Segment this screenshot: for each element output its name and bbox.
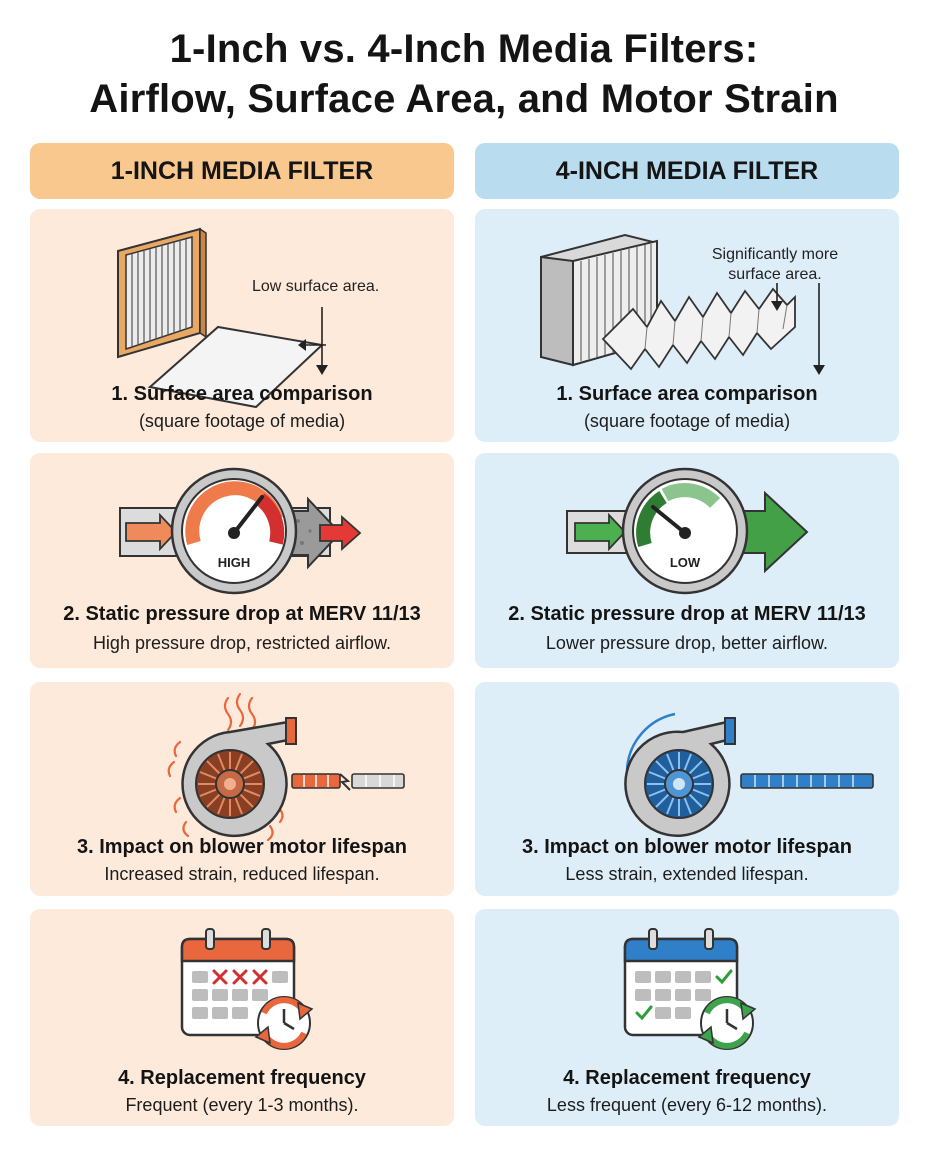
card-title: 2. Static pressure drop at MERV 11/13 (508, 603, 866, 625)
card-description: Lower pressure drop, better airflow. (545, 633, 829, 653)
pressure-gauge-high-icon (119, 467, 362, 595)
column-1-inch: 1-INCH MEDIA FILTER (30, 143, 454, 1126)
card-description: Less frequent (every 6-12 months). (546, 1095, 828, 1115)
card-replacement-1-inch: 4. Replacement frequency Frequent (every… (30, 909, 454, 1126)
column-4-inch: 4-INCH MEDIA FILTER (475, 143, 899, 1126)
column-header-4-inch: 4-INCH MEDIA FILTER (475, 143, 899, 199)
card-surface-area-4-inch: Significantly more surface area. 1. Surf… (475, 209, 899, 442)
card-pressure-1-inch: HIGH 2. Static pressure drop at MERV 11/… (30, 453, 454, 668)
pressure-gauge-low-icon (566, 467, 809, 595)
card-description: High pressure drop, restricted airflow. (92, 633, 392, 653)
card-description: Less strain, extended lifespan. (565, 864, 809, 884)
cool-blower-icon (624, 712, 874, 837)
card-description: Increased strain, reduced lifespan. (104, 864, 380, 884)
card-description: (square footage of media) (583, 411, 791, 431)
card-motor-4-inch: 3. Impact on blower motor lifespan Less … (475, 682, 899, 896)
overheating-blower-icon (167, 692, 405, 842)
title-line-2: Airflow, Surface Area, and Motor Strain (89, 77, 839, 121)
page-title: 1-Inch vs. 4-Inch Media Filters: Airflow… (0, 24, 928, 124)
card-title: 1. Surface area comparison (111, 383, 373, 405)
title-line-1: 1-Inch vs. 4-Inch Media Filters: (169, 27, 759, 71)
card-replacement-4-inch: 4. Replacement frequency Less frequent (… (475, 909, 899, 1126)
card-description: (square footage of media) (138, 411, 346, 431)
calendar-frequent-icon (180, 928, 314, 1050)
card-title: 2. Static pressure drop at MERV 11/13 (63, 603, 421, 625)
card-pressure-4-inch: LOW 2. Static pressure drop at MERV 11/1… (475, 453, 899, 668)
flat-filter-icon (117, 227, 328, 409)
card-title: 4. Replacement frequency (563, 1067, 811, 1089)
card-title: 3. Impact on blower motor lifespan (76, 836, 408, 858)
card-description: Frequent (every 1-3 months). (125, 1095, 359, 1115)
card-title: 4. Replacement frequency (118, 1067, 366, 1089)
pleated-filter-icon (540, 233, 825, 375)
calendar-infrequent-icon (623, 928, 757, 1050)
card-motor-1-inch: 3. Impact on blower motor lifespan Incre… (30, 682, 454, 896)
card-title: 3. Impact on blower motor lifespan (521, 836, 853, 858)
card-surface-area-1-inch: Low surface area. 1. Surface area compar… (30, 209, 454, 442)
card-title: 1. Surface area comparison (556, 383, 818, 405)
column-header-1-inch: 1-INCH MEDIA FILTER (30, 143, 454, 199)
